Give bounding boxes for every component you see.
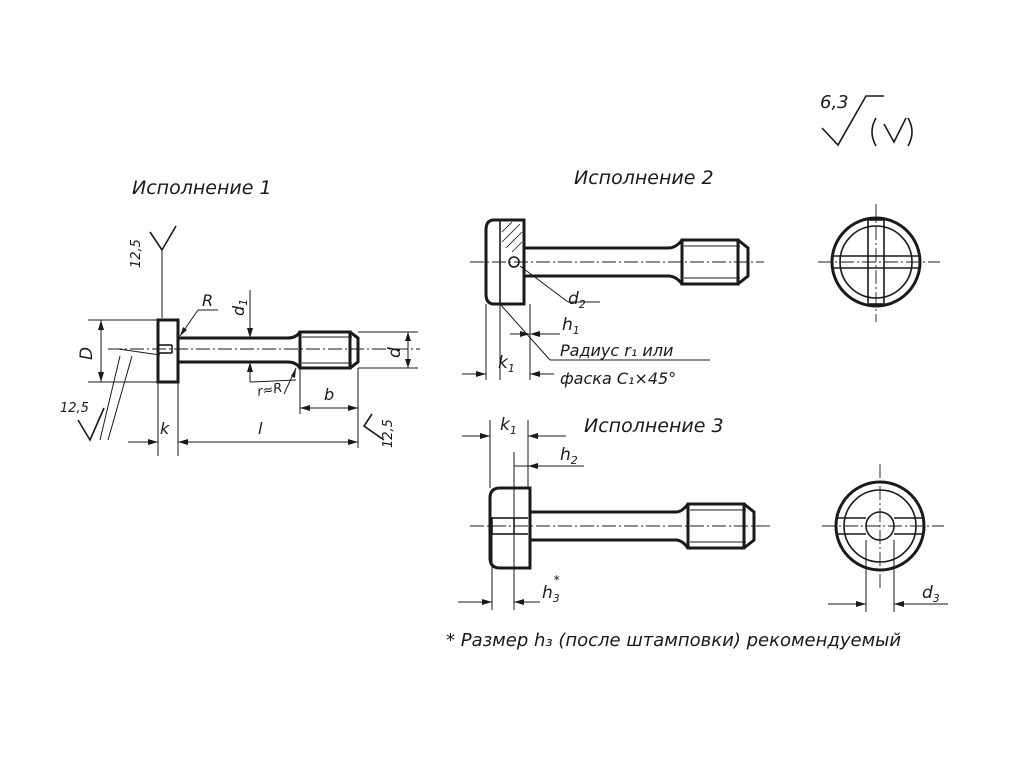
view1-label-b: b	[324, 385, 334, 404]
view2-thread	[680, 238, 740, 286]
view3-label-k1: k1	[500, 415, 517, 437]
view3-label-d3: d3	[922, 583, 940, 605]
roughness-head-top-value: 12,5	[129, 239, 144, 268]
roughness-head-side-value: 12,5	[60, 401, 89, 416]
view2-note-line2: фаска C₁×45°	[560, 369, 676, 388]
general-roughness-mark: 6,3	[820, 92, 913, 147]
view3-label-h3: h3*	[542, 573, 560, 605]
roughness-general-value: 6,3	[820, 92, 849, 113]
view2-label-h1: h1	[562, 315, 580, 337]
view2-label-d2: d2	[568, 289, 586, 311]
view2-label-k1: k1	[498, 353, 515, 375]
view3-end-view	[822, 464, 944, 590]
roughness-head-side-icon	[77, 407, 105, 442]
footnote: * Размер h₃ (после штамповки) рекомендуе…	[446, 630, 901, 651]
view-3: Исполнение 3	[458, 415, 948, 612]
view1-shank	[178, 331, 302, 340]
view2-title: Исполнение 2	[574, 167, 714, 189]
view1-label-l: l	[258, 419, 263, 438]
right-paren-icon	[907, 117, 913, 147]
left-paren-icon	[871, 117, 877, 147]
view1-label-r: r≈R	[256, 381, 284, 400]
view2-cross-hole	[508, 256, 520, 268]
roughness-check-icon	[821, 95, 884, 147]
view3-shank	[530, 503, 690, 514]
roughness-thread-end-icon	[362, 413, 385, 441]
view1-label-d1: d1	[229, 299, 250, 316]
view1-label-d: d	[385, 347, 405, 358]
view1-thread	[298, 330, 352, 370]
view1-label-D: D	[77, 347, 97, 360]
view1-title: Исполнение 1	[132, 177, 272, 199]
view-1: Исполнение 1 D 12,5 12,5	[60, 177, 420, 456]
view2-head	[484, 218, 526, 306]
view3-head	[488, 486, 532, 570]
view2-end-view	[818, 204, 940, 322]
view3-thread	[686, 502, 746, 550]
view3-label-h2: h2	[560, 445, 578, 467]
roughness-small-check-icon	[883, 117, 907, 144]
roughness-head-top-icon	[149, 225, 177, 252]
view1-label-R: R	[202, 291, 213, 310]
view-2: Исполнение 2 d2	[462, 167, 940, 388]
view2-note-line1: Радиус r₁ или	[560, 341, 673, 360]
view1-head	[156, 318, 180, 384]
view2-shank	[524, 239, 684, 250]
roughness-thread-end-value: 12,5	[381, 419, 396, 448]
view1-label-k: k	[160, 419, 170, 438]
view3-title: Исполнение 3	[584, 415, 724, 437]
